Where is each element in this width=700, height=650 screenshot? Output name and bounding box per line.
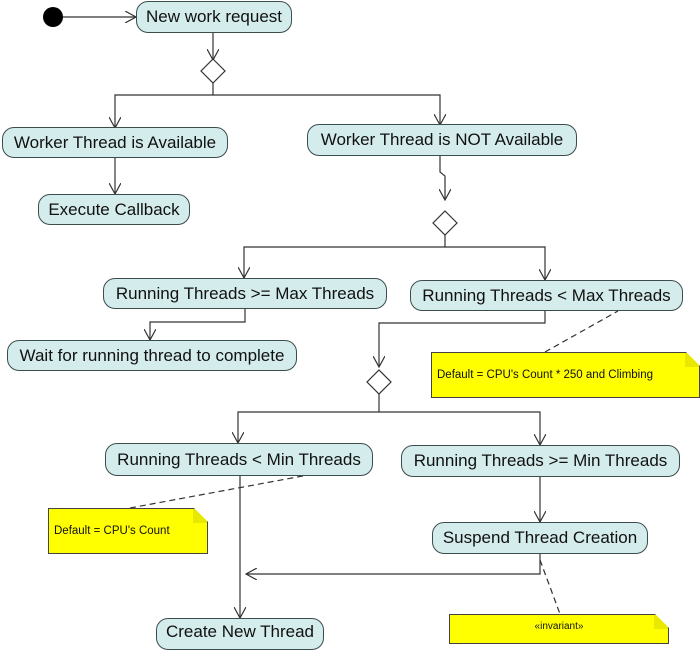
note-invariant: «invariant» xyxy=(449,614,669,644)
node-wait-for-thread: Wait for running thread to complete xyxy=(7,340,297,371)
note-link-max xyxy=(544,310,619,353)
diagram-edges xyxy=(43,7,619,630)
node-execute-callback: Execute Callback xyxy=(38,194,190,225)
note-min-default: Default = CPU's Count xyxy=(48,508,208,554)
edge-decision3-left xyxy=(238,394,380,443)
edge-suspend-back xyxy=(246,554,541,574)
node-running-lt-max: Running Threads < Max Threads xyxy=(410,280,683,311)
note-invariant-text: «invariant» xyxy=(534,621,584,632)
note-link-min xyxy=(129,474,309,509)
edge-gemax-to-wait xyxy=(150,309,246,340)
edge-decision3-right xyxy=(379,411,540,445)
decision-diamond-1 xyxy=(200,58,226,84)
start-node xyxy=(43,7,63,27)
node-running-ge-min: Running Threads >= Min Threads xyxy=(401,445,680,477)
edge-decision1-right xyxy=(213,94,440,125)
edge-ltmax-to-decision3 xyxy=(379,311,546,367)
node-new-work-request: New work request xyxy=(136,1,292,33)
node-worker-not-available: Worker Thread is NOT Available xyxy=(307,124,577,156)
node-create-new-thread: Create New Thread xyxy=(156,618,324,650)
note-link-invariant xyxy=(539,559,561,615)
node-worker-available: Worker Thread is Available xyxy=(2,127,228,158)
node-running-lt-min: Running Threads < Min Threads xyxy=(105,443,373,476)
note-max-default: Default = CPU's Count * 250 and Climbing xyxy=(431,352,700,398)
note-max-default-text: Default = CPU's Count * 250 and Climbing xyxy=(437,369,654,381)
node-suspend-creation: Suspend Thread Creation xyxy=(432,522,648,554)
decision-diamond-3 xyxy=(366,369,392,395)
edge-decision1-left xyxy=(115,82,214,128)
edge-decision2-left xyxy=(244,234,446,278)
node-running-ge-max: Running Threads >= Max Threads xyxy=(103,278,387,309)
edge-decision2-right xyxy=(445,246,545,280)
edge-notavailable-to-decision2 xyxy=(440,156,445,200)
decision-diamond-2 xyxy=(432,210,458,236)
note-min-default-text: Default = CPU's Count xyxy=(54,525,170,537)
